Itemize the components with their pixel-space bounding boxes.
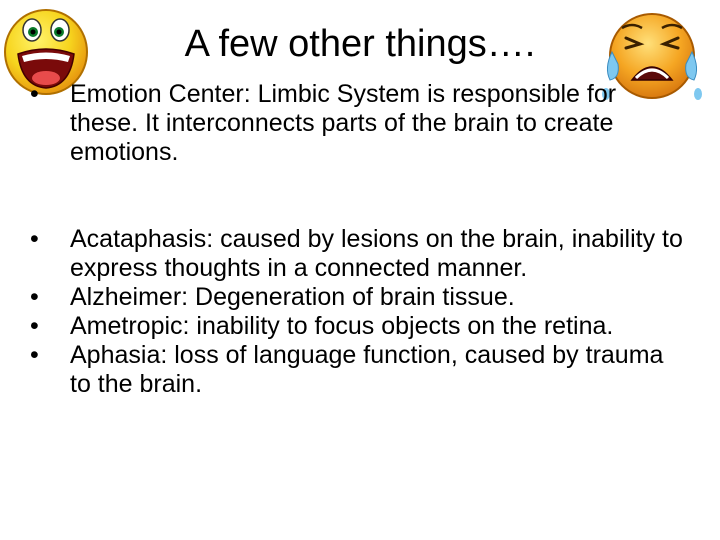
laughing-face-icon [4, 9, 88, 95]
bullet-emotion-center: Emotion Center: Limbic System is respons… [24, 80, 690, 167]
slide-title: A few other things…. [184, 23, 536, 65]
bullet-alzheimer: Alzheimer: Degeneration of brain tissue. [24, 283, 690, 312]
slide-body: Emotion Center: Limbic System is respons… [24, 80, 690, 399]
bullet-ametropic: Ametropic: inability to focus objects on… [24, 312, 690, 341]
bullet-acataphasis: Acataphasis: caused by lesions on the br… [24, 225, 690, 283]
bullet-list-bottom: Acataphasis: caused by lesions on the br… [24, 225, 690, 399]
bullet-list-top: Emotion Center: Limbic System is respons… [24, 80, 690, 167]
bullet-aphasia: Aphasia: loss of language function, caus… [24, 341, 690, 399]
